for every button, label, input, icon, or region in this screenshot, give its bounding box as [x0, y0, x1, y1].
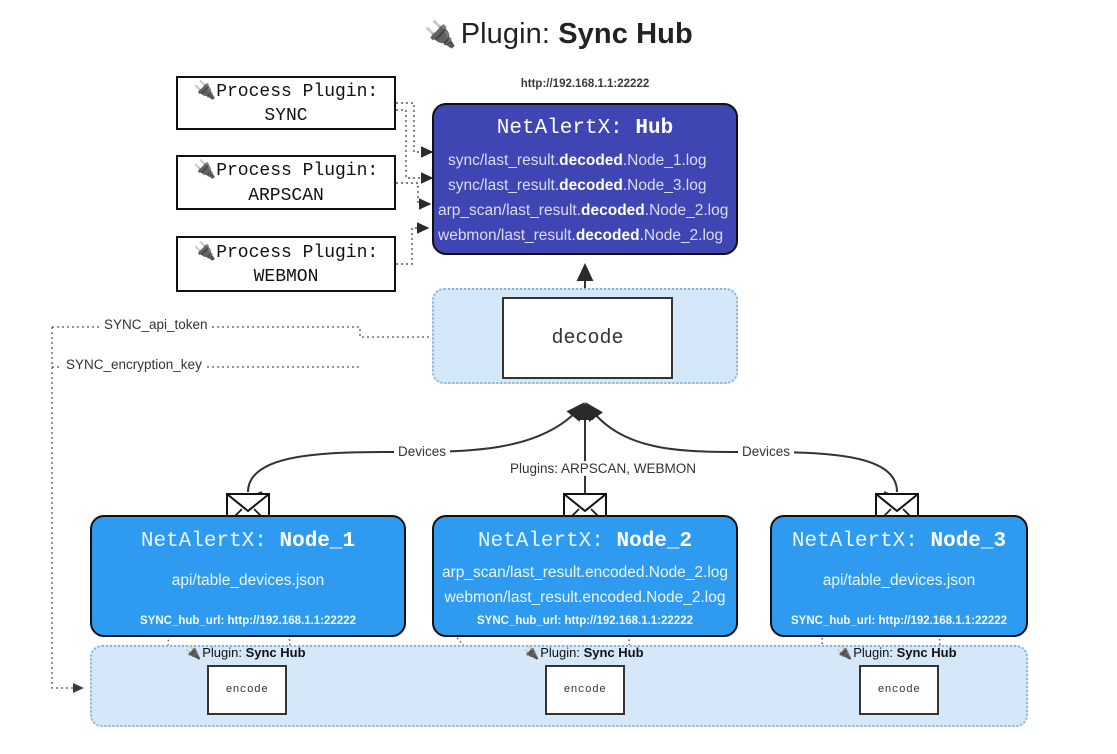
edge-label-plugins-center: Plugins: ARPSCAN, WEBMON: [506, 461, 701, 476]
log-mid: decoded: [559, 152, 623, 169]
plug-icon: 🔌: [836, 645, 853, 660]
encode-label: encode: [563, 684, 607, 696]
log-post: .Node_1.log: [622, 152, 707, 169]
node-footer: SYNC_hub_url: http://192.168.1.1:22222: [139, 615, 357, 627]
encode-box-node1[interactable]: encode: [207, 665, 287, 715]
plug-icon: 🔌: [523, 645, 540, 660]
node-box-node-1[interactable]: NetAlertX: Node_1 api/table_devices.json…: [90, 515, 406, 637]
process-plugin-arpscan[interactable]: 🔌Process Plugin: ARPSCAN: [176, 155, 396, 210]
encoder-caption-prefix: Plugin:: [853, 645, 893, 660]
encoder-caption-node3: 🔌Plugin: Sync Hub: [836, 645, 957, 661]
hub-log-line: webmon/last_result.decoded.Node_2.log: [434, 223, 736, 248]
encode-label: encode: [225, 684, 269, 696]
node-line: arp_scan/last_result.encoded.Node_2.log: [441, 564, 729, 581]
encoder-caption-name: Sync Hub: [896, 645, 957, 660]
decode-label: decode: [551, 326, 624, 350]
secret-label-api-token: SYNC_api_token: [100, 317, 212, 332]
node-line: api/table_devices.json: [822, 572, 976, 589]
plug-icon: 🔌: [424, 19, 457, 49]
process-plugin-webmon[interactable]: 🔌Process Plugin: WEBMON: [176, 236, 396, 292]
encoder-caption-prefix: Plugin:: [202, 645, 242, 660]
node-title-prefix: NetAlertX:: [140, 530, 267, 553]
log-post: .Node_2.log: [639, 227, 724, 245]
log-pre: sync/last_result.: [448, 177, 560, 195]
hub-log-line: sync/last_result.decoded.Node_1.log: [434, 148, 736, 173]
node-footer: SYNC_hub_url: http://192.168.1.1:22222: [476, 615, 694, 627]
page-title-name: Sync Hub: [558, 18, 693, 50]
node-title: NetAlertX: Node_3: [772, 530, 1026, 553]
encoder-caption-prefix: Plugin:: [540, 645, 580, 660]
log-mid: decoded: [581, 202, 645, 220]
page-title-prefix: Plugin:: [460, 18, 551, 50]
node-box-node-3[interactable]: NetAlertX: Node_3 api/table_devices.json…: [770, 515, 1028, 637]
secret-label-encryption-key: SYNC_encryption_key: [62, 357, 206, 372]
plug-icon: 🔌: [185, 645, 202, 660]
plug-icon: 🔌: [193, 240, 217, 261]
node-footer: SYNC_hub_url: http://192.168.1.1:22222: [790, 615, 1008, 627]
decode-box[interactable]: decode: [502, 297, 673, 379]
process-plugin-label: Process Plugin:: [216, 161, 379, 182]
node-title: NetAlertX: Node_2: [434, 530, 736, 553]
process-plugin-name: ARPSCAN: [248, 185, 324, 206]
log-post: .Node_2.log: [644, 202, 729, 220]
node-title-prefix: NetAlertX:: [791, 530, 918, 553]
node-title-name: Node_3: [930, 530, 1007, 553]
node-title-name: Node_1: [279, 530, 356, 553]
process-plugin-sync[interactable]: 🔌Process Plugin: SYNC: [176, 76, 396, 130]
log-mid: decoded: [559, 177, 623, 195]
hub-title: NetAlertX: Hub: [434, 117, 736, 140]
node-title-prefix: NetAlertX:: [477, 530, 604, 553]
page-title: 🔌Plugin: Sync Hub: [0, 18, 1117, 51]
edge-label-devices-right: Devices: [738, 444, 795, 459]
encoder-caption-node1: 🔌Plugin: Sync Hub: [185, 645, 306, 661]
process-plugin-label: Process Plugin:: [216, 242, 379, 263]
log-post: .Node_3.log: [622, 177, 707, 195]
edge-arpscan-to-hub: [396, 182, 432, 210]
node-line: api/table_devices.json: [171, 572, 325, 589]
hub-log-line: arp_scan/last_result.decoded.Node_2.log: [434, 198, 736, 223]
node-line: webmon/last_result.encoded.Node_2.log: [444, 588, 726, 606]
hub-url-label: http://192.168.1.1:22222: [520, 78, 650, 90]
log-mid: decoded: [575, 227, 640, 245]
hub-log-list: sync/last_result.decoded.Node_1.log sync…: [434, 148, 736, 248]
node-title: NetAlertX: Node_1: [92, 530, 404, 553]
encode-box-node3[interactable]: encode: [859, 665, 939, 715]
edge-label-devices-left: Devices: [394, 444, 451, 459]
log-pre: webmon/last_result.: [438, 227, 576, 245]
hub-title-prefix: NetAlertX:: [496, 117, 623, 140]
process-plugin-name: WEBMON: [253, 267, 319, 287]
envelope-stems: [247, 490, 898, 499]
hub-log-line: sync/last_result.decoded.Node_3.log: [434, 173, 736, 198]
process-plugin-name: SYNC: [264, 106, 308, 126]
encode-label: encode: [877, 684, 921, 696]
plug-icon: 🔌: [193, 159, 217, 180]
node-box-node-2[interactable]: NetAlertX: Node_2 arp_scan/last_result.e…: [432, 515, 738, 637]
log-pre: sync/last_result.: [448, 152, 560, 169]
node-title-name: Node_2: [616, 530, 693, 553]
encoder-caption-node2: 🔌Plugin: Sync Hub: [523, 645, 644, 661]
process-plugin-label: Process Plugin:: [216, 81, 379, 102]
encoder-caption-name: Sync Hub: [583, 645, 644, 660]
log-pre: arp_scan/last_result.: [438, 202, 582, 220]
encode-box-node2[interactable]: encode: [545, 665, 625, 715]
hub-box[interactable]: NetAlertX: Hub sync/last_result.decoded.…: [432, 103, 738, 255]
hub-title-name: Hub: [635, 117, 674, 140]
encoder-caption-name: Sync Hub: [245, 645, 306, 660]
edge-sync-to-hub-log1: [396, 102, 434, 158]
edge-sync-to-hub-log2: [396, 109, 434, 184]
plug-icon: 🔌: [193, 79, 217, 100]
edge-webmon-to-hub: [396, 222, 430, 265]
